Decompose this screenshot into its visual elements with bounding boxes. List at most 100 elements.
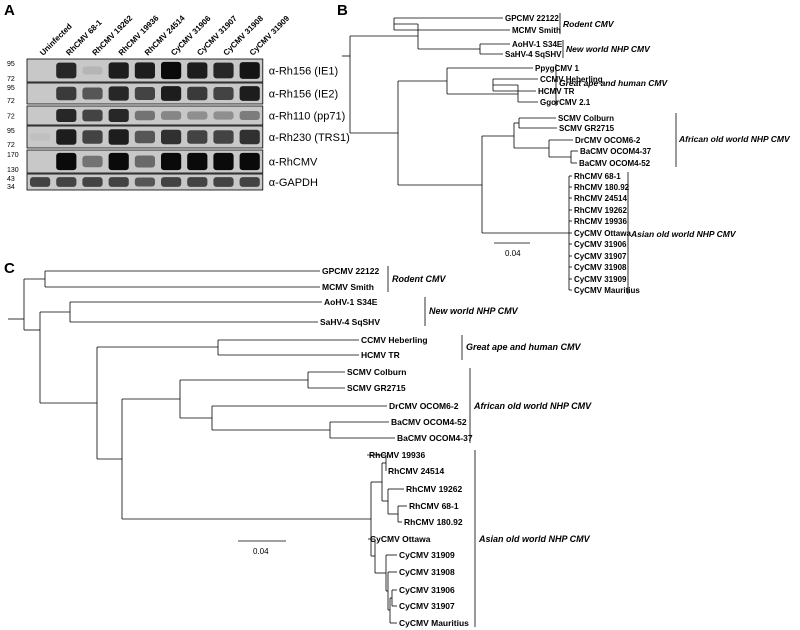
group-label: New world NHP CMV <box>429 306 519 316</box>
tree-leaf-label: RhCMV 19262 <box>574 206 627 215</box>
blot-band <box>56 109 77 122</box>
tree-leaf-label: RhCMV 19262 <box>406 484 462 494</box>
tree-leaf-label: BaCMV OCOM4-52 <box>579 159 651 168</box>
blot-band <box>134 110 155 121</box>
tree-leaf-label: RhCMV 180.92 <box>404 517 463 527</box>
tree-leaf-label: RhCMV 19936 <box>369 450 425 460</box>
tree-leaf-label: BaCMV OCOM4-37 <box>397 433 473 443</box>
tree-leaf-label: CCMV Heberling <box>361 335 428 345</box>
antibody-label: α-RhCMV <box>269 157 318 169</box>
mw-marker: 130 <box>7 167 19 174</box>
tree-leaf-label: DrCMV OCOM6-2 <box>389 401 459 411</box>
blot-band <box>108 62 129 79</box>
blot-band <box>239 62 260 79</box>
tree-leaf-label: RhCMV 68-1 <box>574 172 621 181</box>
tree-leaf-label: AoHV-1 S34E <box>512 40 563 49</box>
tree-leaf-label: CyCMV Mauritius <box>399 618 469 628</box>
blot-band <box>187 62 208 79</box>
blot-band <box>161 177 182 187</box>
blot-band <box>213 152 234 171</box>
mw-marker: 95 <box>7 85 15 92</box>
blot-band <box>82 109 103 122</box>
blot-band <box>187 130 208 144</box>
tree-leaf-label: CyCMV Ottawa <box>370 534 431 544</box>
group-label: African old world NHP CMV <box>473 401 592 411</box>
tree-leaf-label: HCMV TR <box>361 350 400 360</box>
tree-leaf-label: SaHV-4 SqSHV <box>320 317 380 327</box>
tree-leaf-label: RhCMV 19936 <box>574 217 627 226</box>
blot-band <box>82 66 103 75</box>
panel-b-letter: B <box>337 2 348 19</box>
mw-marker: 95 <box>7 61 15 68</box>
panel-c-letter: C <box>4 260 15 277</box>
blot-band <box>213 130 234 144</box>
tree-leaf-label: CyCMV 31906 <box>399 585 455 595</box>
antibody-label: α-Rh156 (IE1) <box>269 66 338 78</box>
tree-leaf-label: SaHV-4 SqSHV <box>505 50 562 59</box>
blot-band <box>56 177 77 187</box>
blot-band <box>239 86 260 101</box>
blot-band <box>161 129 182 145</box>
blot-band <box>187 86 208 101</box>
blot-band <box>134 62 155 79</box>
mw-marker: 72 <box>7 98 15 105</box>
blot-band <box>213 62 234 79</box>
tree-leaf-label: CyCMV 31908 <box>574 263 627 272</box>
scale-bar-label: 0.04 <box>253 547 269 556</box>
blot-band <box>239 110 260 121</box>
blot-band <box>161 86 182 101</box>
tree-leaf-label: GPCMV 22122 <box>505 14 559 23</box>
tree-leaf-label: BaCMV OCOM4-37 <box>580 147 652 156</box>
antibody-label: α-Rh110 (pp71) <box>269 111 345 123</box>
blot-band <box>108 109 129 122</box>
scale-bar-label: 0.04 <box>505 249 521 258</box>
tree-leaf-label: CyCMV 31908 <box>399 567 455 577</box>
tree-leaf-label: SCMV Colburn <box>347 367 407 377</box>
antibody-label: α-Rh230 (TRS1) <box>269 132 350 144</box>
tree-leaf-label: SCMV Colburn <box>558 114 614 123</box>
antibody-label: α-GAPDH <box>269 177 318 189</box>
tree-leaf-label: CyCMV Mauritius <box>574 286 640 295</box>
tree-leaf-label: MCMV Smith <box>322 282 374 292</box>
tree-leaf-label: SCMV GR2715 <box>559 124 615 133</box>
blot-band <box>239 152 260 171</box>
blot-band <box>56 86 77 101</box>
blot-band <box>108 177 129 187</box>
blot-band <box>82 130 103 144</box>
blot-band <box>108 152 129 171</box>
group-label: New world NHP CMV <box>566 44 651 54</box>
blot-band <box>239 129 260 145</box>
tree-leaf-label: AoHV-1 S34E <box>324 297 378 307</box>
blot-band <box>187 111 208 120</box>
blot-band <box>134 130 155 144</box>
group-label: African old world NHP CMV <box>678 134 791 144</box>
group-label: Great ape and human CMV <box>466 342 582 352</box>
tree-leaf-label: RhCMV 24514 <box>388 466 444 476</box>
tree-leaf-label: RhCMV 24514 <box>574 194 627 203</box>
blot-band <box>213 87 234 100</box>
tree-leaf-label: BaCMV OCOM4-52 <box>391 417 467 427</box>
blot-band <box>213 177 234 187</box>
mw-marker: 170 <box>7 152 19 159</box>
tree-leaf-label: GPCMV 22122 <box>322 266 379 276</box>
tree-leaf-label: SCMV GR2715 <box>347 383 406 393</box>
blot-band <box>134 155 155 168</box>
blot-band <box>56 129 77 145</box>
blot-band <box>187 177 208 187</box>
blot-band <box>82 177 103 187</box>
group-label: Great ape and human CMV <box>559 78 668 88</box>
blot-band <box>161 61 182 80</box>
group-label: Asian old world NHP CMV <box>630 229 737 239</box>
mw-marker: 72 <box>7 114 15 121</box>
blot-band <box>134 87 155 100</box>
blot-band <box>161 111 182 120</box>
blot-band <box>30 133 51 141</box>
mw-marker: 72 <box>7 76 15 83</box>
tree-leaf-label: CyCMV 31909 <box>399 550 455 560</box>
tree-leaf-label: RhCMV 180.92 <box>574 183 630 192</box>
tree-leaf-label: CyCMV 31909 <box>574 275 627 284</box>
tree-leaf-label: GgorCMV 2.1 <box>540 98 591 107</box>
